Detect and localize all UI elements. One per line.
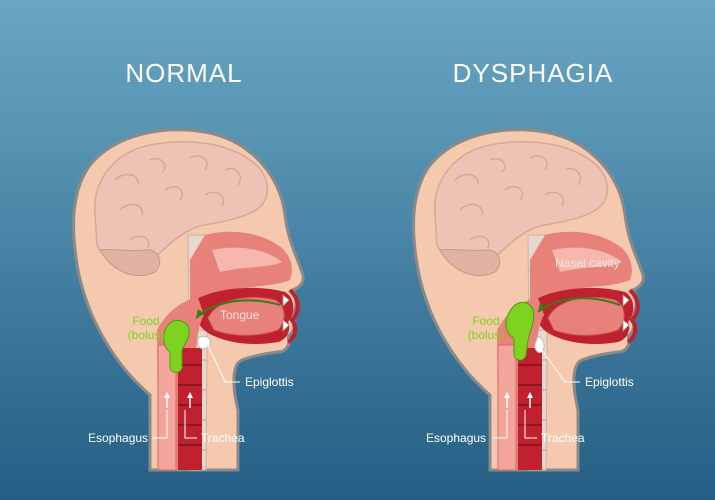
epiglottis-leader	[541, 349, 580, 383]
cerebellum	[99, 248, 161, 277]
nasal-cavity	[212, 247, 282, 272]
tongue-label: Tongue	[220, 308, 260, 322]
normal-head-drawing	[72, 128, 305, 472]
lips	[286, 288, 300, 344]
food-bolus	[163, 320, 190, 373]
epiglottis	[197, 335, 211, 350]
food-label-line2: (bolus)	[467, 328, 505, 342]
trachea-leader	[184, 410, 197, 439]
panel-title-dysphagia: DYSPHAGIA	[452, 58, 614, 88]
food-label-line1: Food	[132, 314, 160, 328]
trachea-label: Trachea	[201, 431, 245, 445]
food-label-line1: Food	[472, 314, 500, 328]
food-bolus	[505, 301, 535, 361]
esophagus-label: Esophagus	[88, 431, 149, 445]
dysphagia-panel: DYSPHAGIA Nasal cavity Food (bolus) Epig…	[340, 0, 697, 500]
epiglottis	[534, 335, 545, 353]
cerebellum	[439, 248, 501, 277]
teeth	[282, 294, 290, 332]
epiglottis-leader	[207, 344, 240, 383]
normal-panel: NORMAL Food (bolus) Tongue Epiglottis Es…	[0, 0, 357, 500]
epiglottis-label: Epiglottis	[585, 375, 634, 389]
teeth	[622, 294, 630, 332]
epiglottis-label: Epiglottis	[245, 375, 294, 389]
tongue	[547, 297, 625, 336]
trachea	[178, 348, 202, 470]
nasal-cavity-label: Nasal cavity	[555, 256, 620, 270]
esophagus-leader	[492, 410, 508, 439]
panel-title-normal: NORMAL	[125, 58, 243, 88]
trachea-leader	[524, 410, 537, 439]
trachea	[518, 348, 542, 470]
nasal-cavity	[552, 247, 622, 272]
food-label-line2: (bolus)	[127, 328, 165, 342]
esophagus-leader	[152, 410, 168, 439]
dysphagia-head-drawing	[412, 128, 645, 472]
esophagus-label: Esophagus	[426, 431, 487, 445]
trachea-label: Trachea	[541, 431, 585, 445]
lips	[626, 288, 640, 344]
food-label: Food (bolus)	[462, 314, 510, 342]
food-label: Food (bolus)	[122, 314, 170, 342]
tongue	[207, 297, 285, 336]
